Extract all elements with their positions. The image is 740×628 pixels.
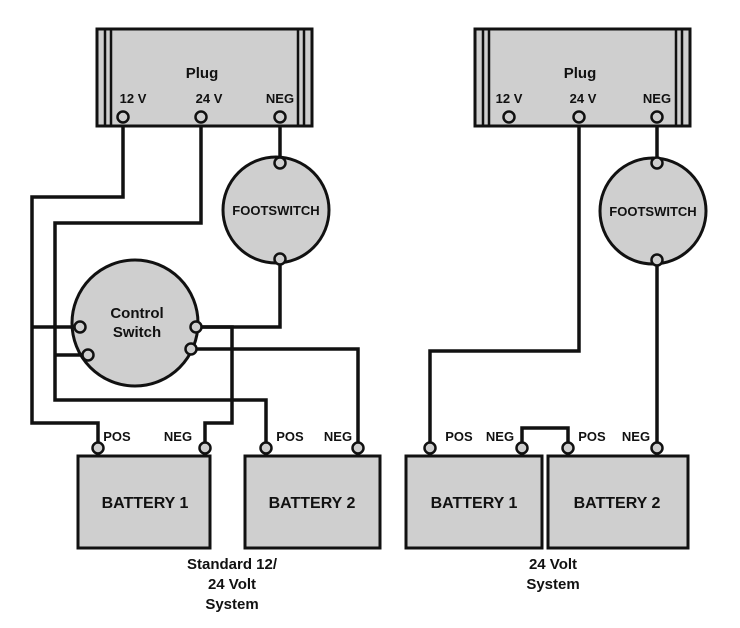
left-caption-line2: 24 Volt (208, 576, 256, 593)
right-footswitch-label: FOOTSWITCH (609, 204, 696, 219)
left-battery1-pos-terminal (91, 441, 105, 455)
left-plug-12v-terminal (116, 110, 130, 124)
right-plug-12v-label: 12 V (496, 91, 523, 106)
right-plug-neg-terminal (650, 110, 664, 124)
control-switch-terminal-right-top (189, 320, 203, 334)
left-footswitch-bottom-terminal (273, 252, 287, 266)
right-battery2-neg-terminal (650, 441, 664, 455)
left-battery2-pos-label: POS (276, 429, 304, 444)
wire-footswitch-to-switch (197, 262, 282, 329)
left-battery2-box (243, 454, 382, 550)
right-battery1-box (404, 454, 544, 550)
left-battery2-label: BATTERY 2 (269, 495, 356, 512)
left-system: Plug 12 V 24 V NEG FOOTSWITCH Control Sw… (30, 27, 382, 613)
left-plug-neg-terminal (273, 110, 287, 124)
right-battery1-label: BATTERY 1 (431, 495, 518, 512)
right-footswitch-top-terminal (650, 156, 664, 170)
left-caption-line1: Standard 12/ (187, 556, 278, 573)
right-plug-box (473, 27, 692, 128)
right-footswitch-bottom-terminal (650, 253, 664, 267)
left-battery2-neg-label: NEG (324, 429, 352, 444)
wire-12v-to-battery1-pos (30, 117, 125, 445)
control-switch (70, 258, 200, 388)
right-plug-24v-terminal (572, 110, 586, 124)
right-battery2-box (546, 454, 690, 550)
wire-switch-right-bottom-to-battery2-neg (193, 347, 360, 445)
wire-battery-series-link (520, 426, 570, 445)
control-switch-label-line2: Switch (113, 324, 161, 341)
right-caption-line2: System (526, 576, 579, 593)
right-plug-24v-label: 24 V (570, 91, 597, 106)
right-battery1-neg-terminal (515, 441, 529, 455)
control-switch-label-line1: Control (110, 305, 163, 322)
right-caption-line1: 24 Volt (529, 556, 577, 573)
right-battery2-neg-label: NEG (622, 429, 650, 444)
right-plug-title: Plug (564, 65, 597, 82)
right-battery1-pos-terminal (423, 441, 437, 455)
left-battery2-neg-terminal (351, 441, 365, 455)
left-plug-12v-label: 12 V (120, 91, 147, 106)
wire-switch-to-battery1-neg (197, 325, 234, 445)
left-footswitch-label: FOOTSWITCH (232, 203, 319, 218)
wire-24v-to-battery2-pos (53, 117, 268, 445)
left-plug-neg-label: NEG (266, 91, 294, 106)
left-battery1-label: BATTERY 1 (102, 495, 189, 512)
right-battery2-pos-terminal (561, 441, 575, 455)
right-plug-neg-label: NEG (643, 91, 671, 106)
right-battery1-pos-label: POS (445, 429, 473, 444)
left-plug-box (95, 27, 314, 128)
left-battery2-pos-terminal (259, 441, 273, 455)
left-plug-24v-label: 24 V (196, 91, 223, 106)
right-plug-12v-terminal (502, 110, 516, 124)
right-battery2-label: BATTERY 2 (574, 495, 661, 512)
left-battery1-neg-terminal (198, 441, 212, 455)
left-battery1-pos-label: POS (103, 429, 131, 444)
control-switch-terminal-left-bottom (81, 348, 95, 362)
left-battery1-neg-label: NEG (164, 429, 192, 444)
right-battery1-neg-label: NEG (486, 429, 514, 444)
left-footswitch-top-terminal (273, 156, 287, 170)
control-switch-terminal-right-bottom (184, 342, 198, 356)
left-plug-24v-terminal (194, 110, 208, 124)
right-system: Plug 12 V 24 V NEG FOOTSWITCH POS NEG BA… (404, 27, 708, 593)
control-switch-terminal-left-top (73, 320, 87, 334)
left-plug-title: Plug (186, 65, 219, 82)
right-battery2-pos-label: POS (578, 429, 606, 444)
left-battery1-box (76, 454, 212, 550)
wire-24v-to-battery1-pos (428, 117, 581, 445)
left-caption-line3: System (205, 596, 258, 613)
